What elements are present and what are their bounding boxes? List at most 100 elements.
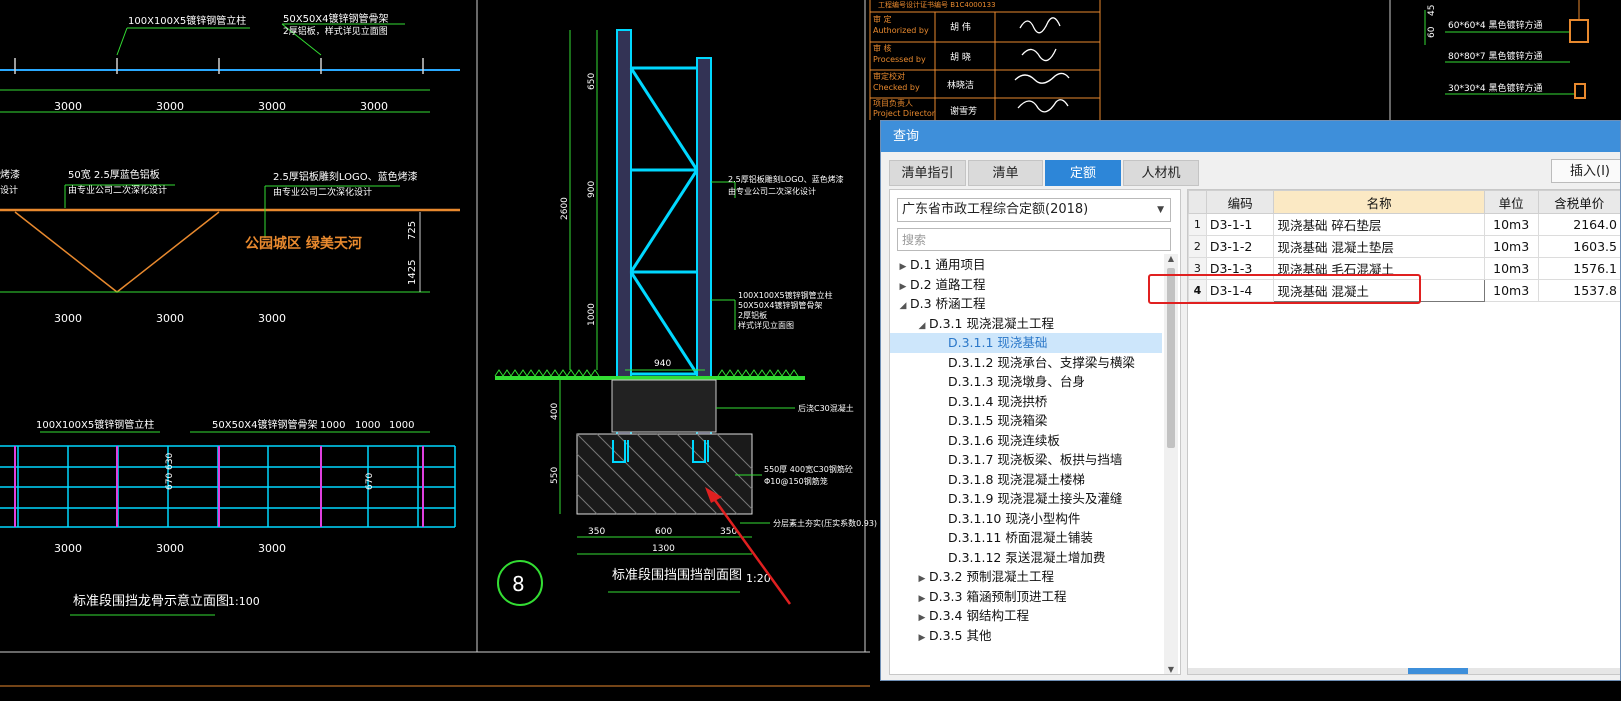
grid-frame-elevation: 100X100X5镀锌钢管立柱 50X50X4镀锌钢管骨架 1000 1000 … <box>0 418 456 616</box>
sec-note-d10: Φ10@150钢筋笼 <box>764 476 828 486</box>
tree-item[interactable]: ▶D.3.2 预制混凝土工程 <box>890 567 1162 587</box>
code-cell[interactable]: D3-1-4 <box>1205 279 1275 302</box>
header-name[interactable]: 名称 <box>1273 190 1485 214</box>
right-note-1: 80*80*7 黑色镀锌方通 <box>1448 50 1543 62</box>
tree-item[interactable]: D.3.1.10 现浇小型构件 <box>890 509 1162 529</box>
name-cell[interactable]: 现浇基础 碎石垫层 <box>1273 213 1485 236</box>
name-cell[interactable]: 现浇基础 混凝土 <box>1273 279 1485 302</box>
code-cell[interactable]: D3-1-3 <box>1205 257 1275 280</box>
dimension-label: 3000 <box>360 100 388 113</box>
sec-note-logo: 2.5厚铝板雕刻LOGO、蓝色烤漆 <box>728 174 844 184</box>
tree-item[interactable]: ◢D.3.1 现浇混凝土工程 <box>890 314 1162 334</box>
tree-item[interactable]: D.3.1.3 现浇墩身、台身 <box>890 372 1162 392</box>
row-index[interactable]: 2 <box>1188 235 1207 258</box>
sec-note-soil: 分层素土夯实(压实系数0.93) <box>773 518 877 528</box>
price-cell[interactable]: 1603.5 <box>1537 235 1620 258</box>
signature-scribbles <box>1014 17 1070 113</box>
tb-label-4: 审定校对 <box>873 71 905 81</box>
tree-item[interactable]: D.3.1.4 现浇拱桥 <box>890 392 1162 412</box>
dialog-title: 查询 <box>893 129 920 144</box>
expanded-icon[interactable]: ◢ <box>918 320 926 331</box>
search-input[interactable] <box>897 228 1171 251</box>
right-dim-45: 45 <box>1427 5 1437 16</box>
tree-item[interactable]: D.3.1.11 桥面混凝土铺装 <box>890 528 1162 548</box>
scrollbar-thumb[interactable] <box>1167 268 1175 448</box>
top-rail-elevation: 100X100X5镀锌钢管立柱 50X50X4镀锌钢管骨架 2厚铝板，样式详见立… <box>0 12 460 113</box>
tree-item[interactable]: ▶D.3.5 其他 <box>890 626 1162 646</box>
header-price[interactable]: 含税单价 <box>1537 190 1620 214</box>
title-block-header: 工程编号设计证书编号 B1C4000133 <box>878 0 996 9</box>
tab-quota[interactable]: 定额 <box>1045 160 1121 186</box>
tree-item[interactable]: D.3.1.7 现浇板梁、板拱与挡墙 <box>890 450 1162 470</box>
tb-name-2: 林晓洁 <box>947 79 974 91</box>
price-cell[interactable]: 2164.0 <box>1537 213 1620 236</box>
tree-item[interactable]: D.3.1.1 现浇基础 <box>890 333 1162 353</box>
tab-bill[interactable]: 清单 <box>968 160 1043 186</box>
sec-dim-350-left: 350 <box>588 527 605 537</box>
collapsed-icon[interactable]: ▶ <box>918 593 926 604</box>
collapsed-icon[interactable]: ▶ <box>918 613 926 623</box>
row-index[interactable]: 4 <box>1188 279 1207 302</box>
tree-scrollbar[interactable]: ▲ ▼ <box>1164 254 1178 674</box>
collapsed-icon[interactable]: ▶ <box>918 574 926 584</box>
tree-item[interactable]: D.3.1.12 泵送混凝土增加费 <box>890 548 1162 568</box>
tb-name-1: 胡 晓 <box>950 51 971 63</box>
name-cell[interactable]: 现浇基础 混凝土垫层 <box>1273 235 1485 258</box>
expanded-icon[interactable]: ◢ <box>899 301 907 311</box>
insert-button[interactable]: 插入(I) <box>1551 159 1620 183</box>
sec-dim-1000: 1000 <box>587 303 597 326</box>
quota-library-select[interactable]: 广东省市政工程综合定额(2018) ▼ <box>897 198 1171 222</box>
collapsed-icon[interactable]: ▶ <box>899 262 907 272</box>
header-index <box>1188 190 1207 214</box>
tree-item-label: D.3.3 箱涵预制顶进工程 <box>929 588 1067 604</box>
code-cell[interactable]: D3-1-1 <box>1205 213 1275 236</box>
tab-bill-guide[interactable]: 清单指引 <box>889 160 966 186</box>
header-unit[interactable]: 单位 <box>1483 190 1539 214</box>
collapsed-icon[interactable]: ▶ <box>918 632 926 643</box>
tree-item[interactable]: D.3.1.9 现浇混凝土接头及灌缝 <box>890 489 1162 509</box>
table-horizontal-scrollbar[interactable] <box>1188 668 1620 674</box>
unit-cell[interactable]: 10m3 <box>1483 235 1539 258</box>
dialog-title-bar[interactable]: 查询 <box>881 121 1620 152</box>
sec-note-550: 550厚 400宽C30钢筋砼 <box>764 464 853 474</box>
note-logo-b: 由专业公司二次深化设计 <box>273 186 372 198</box>
code-cell[interactable]: D3-1-2 <box>1205 235 1275 258</box>
tree-item[interactable]: ▶D.3.3 箱涵预制顶进工程 <box>890 587 1162 607</box>
row-index[interactable]: 3 <box>1188 257 1207 280</box>
hscroll-thumb[interactable] <box>1408 668 1468 674</box>
vert-dim-670-b: 670 <box>365 473 375 490</box>
unit-cell[interactable]: 10m3 <box>1483 279 1539 302</box>
section-scale: 1:20 <box>746 572 771 585</box>
tb-label-7: Project Director <box>873 109 936 118</box>
name-cell[interactable]: 现浇基础 毛石混凝土 <box>1273 257 1485 280</box>
dimension-label: 3000 <box>156 312 184 325</box>
sec-note-pipe-3: 2厚铝板 <box>738 310 767 320</box>
unit-cell[interactable]: 10m3 <box>1483 257 1539 280</box>
tree-item[interactable]: ◢D.3 桥涵工程 <box>890 294 1162 314</box>
tree-item[interactable]: D.3.1.2 现浇承台、支撑梁与横梁 <box>890 353 1162 373</box>
row-index[interactable]: 1 <box>1188 213 1207 236</box>
scroll-up-icon[interactable]: ▲ <box>1167 254 1175 263</box>
tree-item[interactable]: ▶D.3.4 钢结构工程 <box>890 606 1162 626</box>
sec-note-logo-b: 由专业公司二次深化设计 <box>728 186 816 196</box>
scroll-down-icon[interactable]: ▼ <box>1167 665 1175 674</box>
bottom-dim-1000-c: 1000 <box>389 420 414 431</box>
tab-materials[interactable]: 人材机 <box>1123 160 1199 186</box>
price-cell[interactable]: 1537.8 <box>1537 279 1620 302</box>
tree-item[interactable]: ▶D.2 道路工程 <box>890 275 1162 295</box>
tree-item[interactable]: D.3.1.8 现浇混凝土楼梯 <box>890 470 1162 490</box>
header-code[interactable]: 编码 <box>1205 190 1275 214</box>
price-cell[interactable]: 1576.1 <box>1537 257 1620 280</box>
unit-cell[interactable]: 10m3 <box>1483 213 1539 236</box>
tree-item[interactable]: D.3.1.5 现浇箱梁 <box>890 411 1162 431</box>
collapsed-icon[interactable]: ▶ <box>899 281 907 292</box>
tree-item[interactable]: D.3.1.6 现浇连续板 <box>890 431 1162 451</box>
tree-item[interactable]: ▶D.1 通用项目 <box>890 255 1162 275</box>
tb-label-5: Checked by <box>873 83 920 92</box>
